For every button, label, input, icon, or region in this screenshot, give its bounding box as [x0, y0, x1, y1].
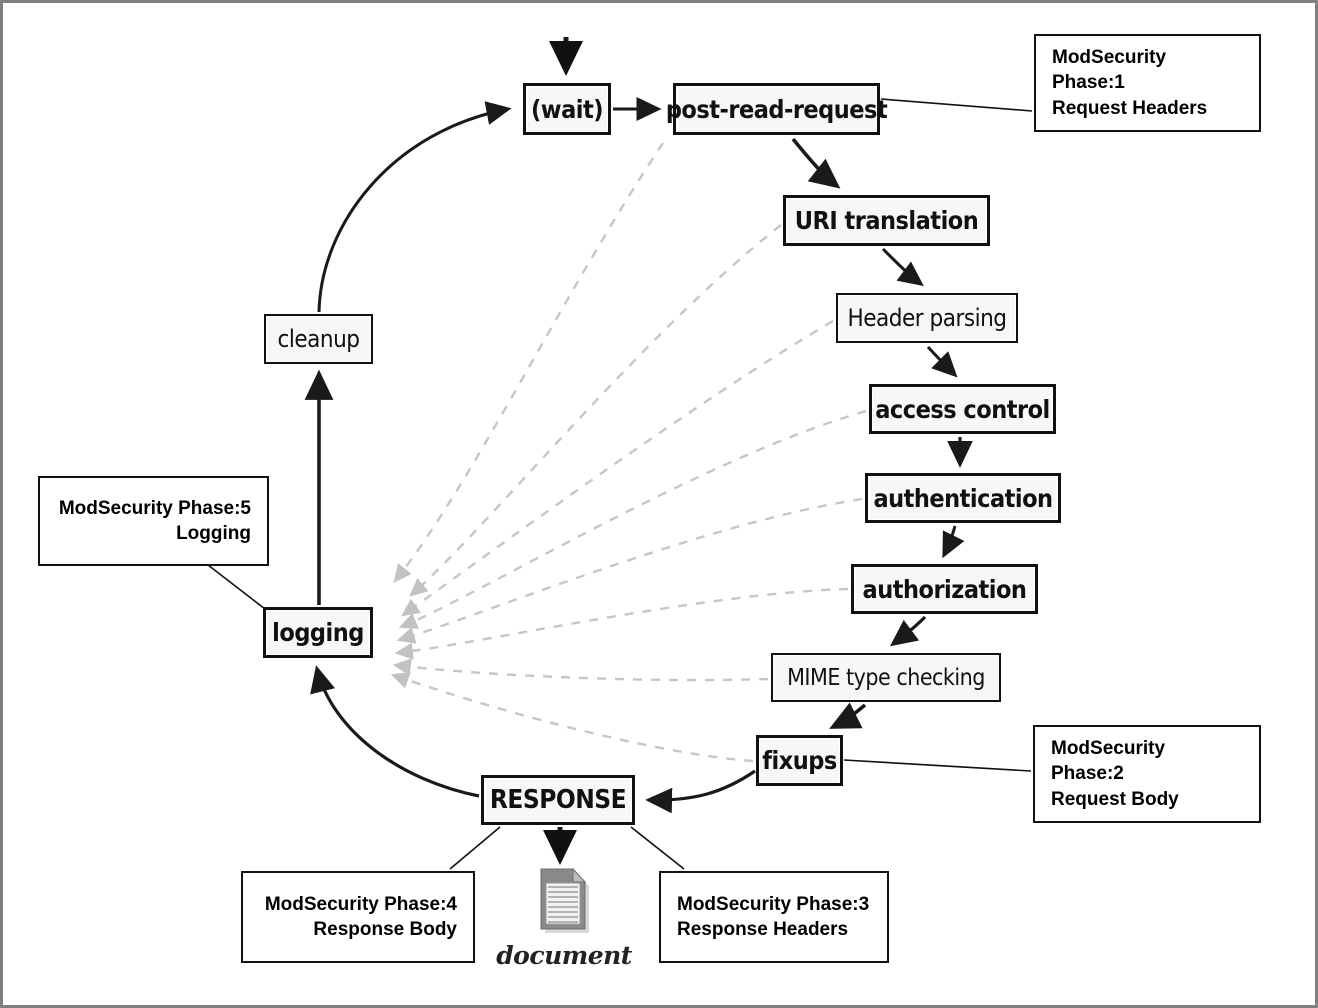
node-uri-translation[interactable]: URI translation	[783, 195, 990, 246]
document-label: document	[496, 941, 632, 970]
node-logging[interactable]: logging	[263, 607, 373, 658]
note-phase-4-line-2: Response Body	[313, 919, 457, 940]
edge-fixups-to-response	[645, 769, 756, 814]
leader-phase4-to-response	[449, 826, 501, 870]
dashed-edge-header-to-logging	[401, 319, 834, 617]
note-phase-2-line-1: ModSecurity Phase:2	[1051, 738, 1166, 785]
node-mime-type-checking[interactable]: MIME type checking	[771, 653, 1001, 702]
edge-post-read-to-uri	[791, 137, 841, 189]
node-authentication[interactable]: authentication	[865, 473, 1061, 523]
note-phase-2-line-2: Request Body	[1051, 788, 1179, 810]
note-modsecurity-phase-2: ModSecurity Phase:2 Request Body	[1033, 725, 1261, 823]
note-phase-3-line-2: Response Headers	[677, 919, 849, 940]
edge-response-to-logging	[310, 665, 480, 798]
note-phase-3-line-1: ModSecurity Phase:3	[677, 893, 870, 915]
edge-cleanup-to-wait	[317, 101, 512, 313]
edge-auth-to-authz	[942, 525, 965, 559]
leader-phase5-to-logging	[207, 564, 266, 610]
edge-uri-to-header	[881, 247, 924, 287]
note-phase-1-line-1: ModSecurity Phase:1	[1052, 47, 1167, 94]
note-modsecurity-phase-3: ModSecurity Phase:3 Response Headers	[659, 871, 889, 963]
node-response[interactable]: RESPONSE	[481, 775, 635, 825]
leader-phase1-to-post-read	[880, 98, 1033, 112]
dashed-edge-fixups-to-logging	[390, 672, 754, 763]
edge-authz-to-mime	[889, 615, 927, 647]
node-post-read-request[interactable]: post-read-request	[666, 83, 888, 135]
dashed-edge-uri-to-logging	[409, 224, 782, 597]
dashed-edge-mime-to-logging	[392, 658, 769, 682]
dashed-edge-post-read-to-logging	[393, 142, 664, 583]
dashed-edge-access-to-logging	[398, 409, 867, 629]
dashed-edge-auth-to-logging	[396, 497, 863, 644]
leader-phase2-to-fixups	[843, 759, 1032, 772]
node-access-control[interactable]: access control	[869, 384, 1056, 434]
leader-phase3-to-response	[630, 826, 685, 870]
edge-header-to-access	[926, 345, 958, 378]
node-header-parsing[interactable]: Header parsing	[836, 293, 1018, 343]
note-phase-5-line-1: ModSecurity Phase:5	[58, 497, 251, 519]
note-phase-5-line-2: Logging	[176, 523, 251, 544]
node-fixups[interactable]: fixups	[756, 735, 843, 786]
note-modsecurity-phase-5: ModSecurity Phase:5 Logging	[38, 476, 269, 566]
document-page-icon	[540, 867, 589, 933]
node-wait[interactable]: (wait)	[523, 83, 611, 135]
note-phase-1-line-2: Request Headers	[1052, 97, 1208, 119]
dashed-edge-authz-to-logging	[394, 587, 849, 660]
note-modsecurity-phase-4: ModSecurity Phase:4 Response Body	[241, 871, 475, 963]
solid-flow-edges	[304, 37, 973, 866]
node-authorization[interactable]: authorization	[851, 564, 1038, 614]
edge-mime-to-fixups	[829, 702, 867, 729]
note-modsecurity-phase-1: ModSecurity Phase:1 Request Headers	[1034, 34, 1261, 132]
note-phase-4-line-1: ModSecurity Phase:4	[264, 893, 457, 915]
node-cleanup[interactable]: cleanup	[264, 314, 373, 364]
document-output: document	[496, 865, 632, 970]
